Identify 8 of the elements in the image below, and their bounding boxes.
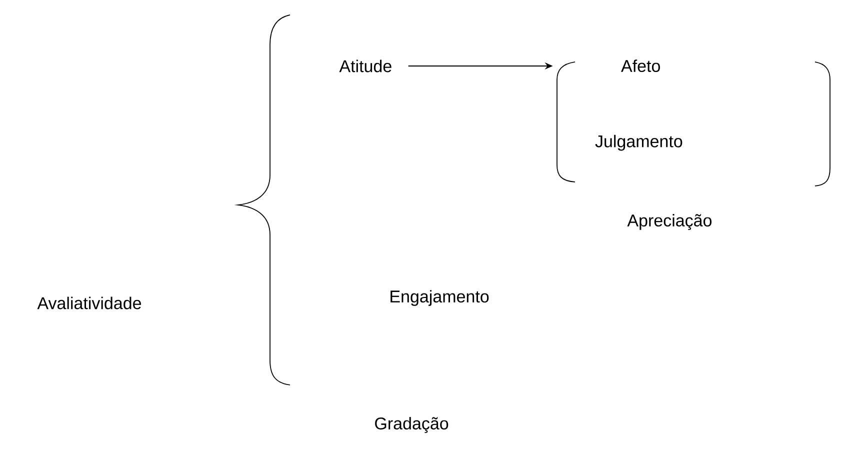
term-label: Apreciação [627,214,712,230]
term-label: Atitude [339,60,392,72]
term-label: Avaliatividade [37,296,142,310]
term-label: Gradação [375,417,448,433]
term-label: Afeto [621,60,660,72]
term-label: Julgamento [595,134,682,151]
term-label: Engajamento [390,290,489,306]
bracket-drawing [556,62,830,186]
